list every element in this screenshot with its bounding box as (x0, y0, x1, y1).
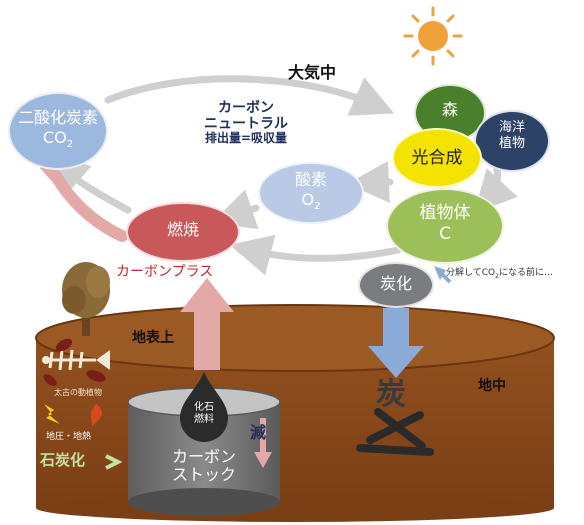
oxygen-line1: 酸素 (294, 170, 327, 189)
carbon-neutral-line2: ニュートラル (204, 116, 288, 133)
arrow-oxygen-to-combustion (212, 189, 260, 230)
fossil-fuel-drop (180, 372, 228, 442)
arrow-fossil-up (180, 278, 234, 370)
oxygen-label: 酸素 O2 (258, 170, 364, 214)
arrow-plant-to-combustion (229, 234, 402, 276)
co2-label: 二酸化炭素 CO2 (8, 108, 108, 152)
arrow-co2-to-forest (104, 75, 395, 116)
fossil-icon (42, 338, 110, 386)
ancient-life-label: 太古の動植物 (54, 388, 102, 397)
charcoal-node (358, 262, 434, 308)
decompose-note-sub: 2 (495, 272, 499, 280)
photosynthesis-node (392, 128, 482, 188)
marine-plants-label: 海洋 植物 (498, 120, 525, 152)
fossil-fuel-label: 化石 燃料 (194, 402, 214, 425)
charcoal-node-label: 炭化 (379, 274, 412, 293)
coalification-label: 石炭化 (40, 451, 86, 469)
co2-formula: CO2 (8, 128, 108, 152)
plant-body-node (386, 188, 504, 264)
co2-formula-main: CO (42, 128, 67, 147)
oxygen-node (258, 162, 364, 224)
co2-line1: 二酸化炭素 (17, 108, 98, 127)
co2-formula-sub: 2 (66, 139, 74, 151)
pressure-heat-label: 地圧・地熱 (46, 432, 92, 442)
tree-icon (62, 262, 110, 336)
heat-pressure-icons (44, 404, 103, 426)
photosynthesis-label: 光合成 (411, 148, 463, 168)
arrow-plant-to-oxygen (347, 161, 394, 204)
plant-body-label: 植物体 C (386, 203, 504, 246)
charcoal-pile-icon (356, 408, 434, 456)
arrow-decrease (254, 418, 272, 468)
carbon-neutral-line3: 排出量=吸収量 (204, 131, 288, 146)
oxygen-formula-main: O (301, 190, 315, 209)
combustion-node (126, 202, 240, 262)
coalification-arrow-icon (105, 454, 123, 470)
oxygen-formula-sub: 2 (314, 201, 321, 213)
atmosphere-label: 大気中 (288, 63, 337, 82)
carbon-stock-label: カーボン ストック (171, 447, 236, 485)
combustion-label: 燃焼 (166, 220, 199, 239)
plant-body-line1: 植物体 (419, 203, 471, 223)
sun-icon (403, 6, 463, 66)
charcoal-label: 炭 (376, 377, 406, 412)
oxygen-formula: O2 (258, 190, 364, 214)
decrease-label: 減 (250, 423, 267, 442)
surface-label: 地表上 (132, 330, 174, 346)
arrow-combustion-to-co2-grey (46, 154, 132, 214)
co2-node (8, 92, 108, 170)
decompose-note: 分解してCO2になる前に… (446, 268, 553, 281)
arrow-charcoal-down (368, 308, 424, 378)
carbon-plus-label: カーボンプラス (116, 264, 214, 280)
plant-body-line2: C (439, 224, 451, 245)
underground-label: 地中 (478, 378, 506, 394)
carbon-neutral-label: カーボン ニュートラル 排出量=吸収量 (186, 100, 306, 146)
soil-cylinder (35, 304, 555, 522)
arrow-combustion-to-co2 (50, 170, 128, 242)
carbon-neutral-line1: カーボン (218, 100, 274, 116)
forest-label: 森 (441, 100, 458, 119)
decompose-note-pre: 分解してCO (446, 268, 496, 278)
decompose-note-post: になる前に… (498, 268, 553, 278)
